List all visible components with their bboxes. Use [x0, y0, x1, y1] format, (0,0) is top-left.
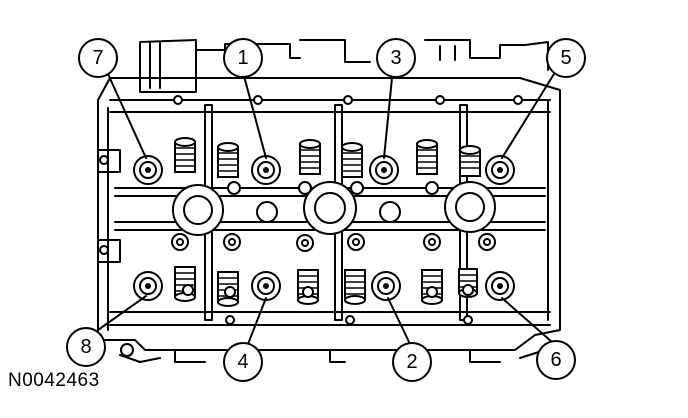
bolt-4 — [251, 271, 281, 301]
bolt-7 — [133, 155, 163, 185]
bolt-8 — [133, 271, 163, 301]
callout-2: 2 — [392, 342, 432, 382]
callout-6: 6 — [536, 340, 576, 380]
callout-7-label: 7 — [92, 47, 103, 69]
bolt-6 — [485, 271, 515, 301]
bolt-3 — [369, 155, 399, 185]
bolt-5 — [485, 155, 515, 185]
callout-5-label: 5 — [560, 47, 571, 69]
callout-1: 1 — [223, 38, 263, 78]
callout-3: 3 — [376, 38, 416, 78]
camshaft-journals — [172, 181, 496, 236]
callout-5: 5 — [546, 38, 586, 78]
callout-1-label: 1 — [237, 47, 248, 69]
cap-bolts — [171, 95, 523, 325]
callout-3-label: 3 — [390, 47, 401, 69]
callout-4: 4 — [223, 342, 263, 382]
bolt-2 — [371, 271, 401, 301]
callout-8: 8 — [66, 327, 106, 367]
callout-6-label: 6 — [550, 349, 561, 371]
callout-8-label: 8 — [80, 336, 91, 358]
valve-springs-upper — [174, 137, 481, 178]
head-bolts — [133, 155, 515, 301]
callout-2-label: 2 — [406, 351, 417, 373]
bolt-1 — [251, 155, 281, 185]
callout-4-label: 4 — [237, 351, 248, 373]
figure-id: N0042463 — [8, 370, 100, 391]
valve-springs-lower — [174, 266, 478, 307]
callout-7: 7 — [78, 38, 118, 78]
callout-leaders — [97, 73, 555, 345]
